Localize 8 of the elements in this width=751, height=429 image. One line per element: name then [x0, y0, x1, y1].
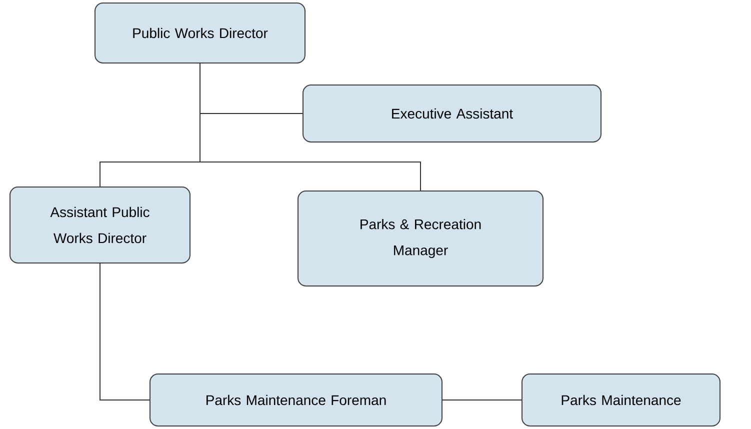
- org-box: Parks & Recreation Manager: [298, 190, 544, 286]
- org-box: Parks Maintenance: [522, 374, 720, 426]
- org-box: Assistant Public Works Director: [10, 186, 190, 264]
- org-box: Executive Assistant: [302, 84, 602, 142]
- connector-line: [100, 263, 150, 400]
- org-box: Public Works Director: [94, 2, 306, 64]
- connector-line: [200, 63, 421, 191]
- org-box: Parks Maintenance Foreman: [150, 374, 442, 426]
